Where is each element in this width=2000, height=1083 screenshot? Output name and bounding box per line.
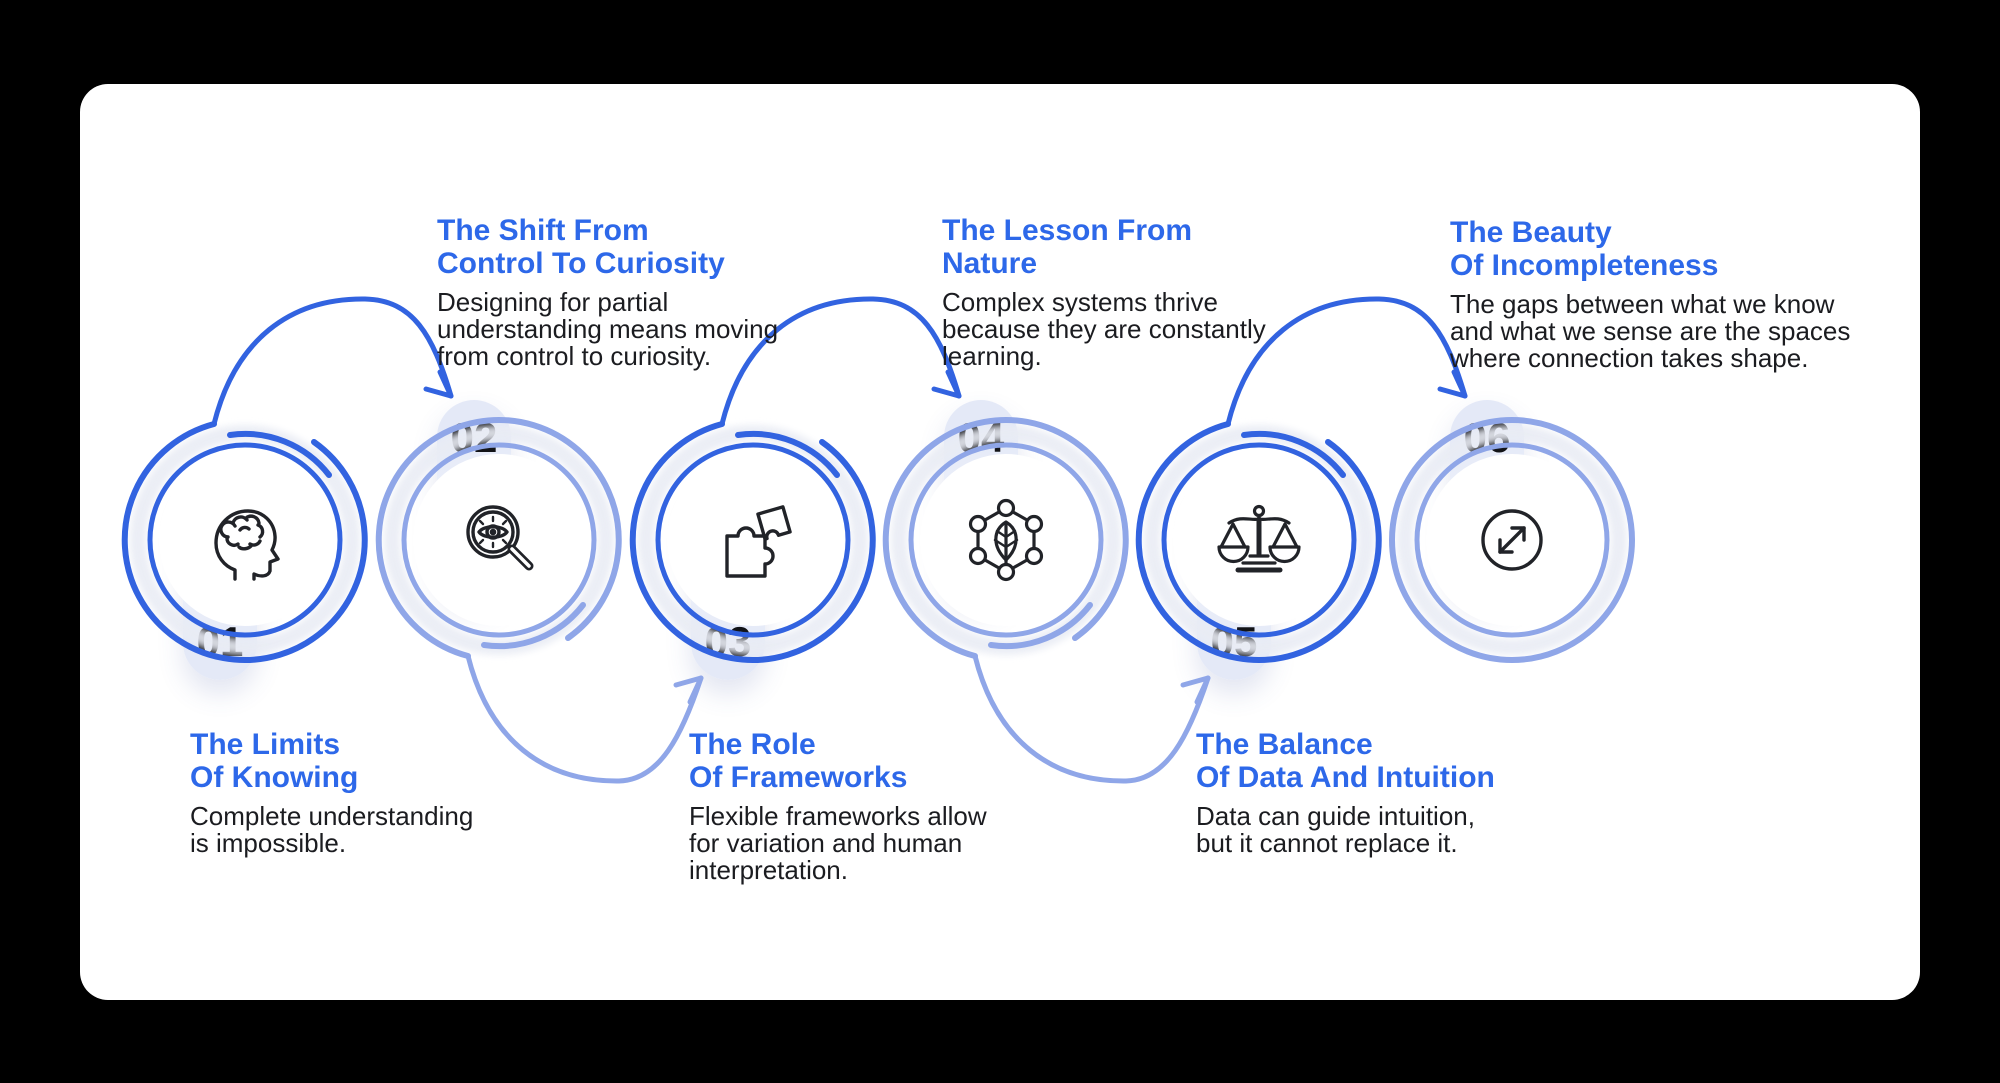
step-title: The Balance bbox=[1196, 728, 1373, 761]
step-description-line: Flexible frameworks allow bbox=[689, 801, 987, 831]
step-description-line: Complete understanding bbox=[190, 801, 474, 831]
step-text-block-2: The Shift From Control To Curiosity Desi… bbox=[437, 214, 917, 370]
step-title: Of Data And Intuition bbox=[1196, 761, 1495, 794]
step-description-line: interpretation. bbox=[689, 855, 848, 885]
step-description-line: is impossible. bbox=[190, 828, 347, 858]
puzzle-pieces-icon bbox=[725, 505, 792, 578]
step-number-1: 01 bbox=[196, 618, 244, 665]
step-text-block-4: The Lesson From Nature Complex systems t… bbox=[942, 214, 1422, 370]
step-number-2: 02 bbox=[450, 414, 498, 461]
step-description-line: The gaps between what we know bbox=[1450, 289, 1835, 319]
step-number-6: 06 bbox=[1463, 414, 1511, 461]
step-title: The Beauty bbox=[1450, 216, 1612, 249]
step-text-block-1: The Limits Of Knowing Complete understan… bbox=[190, 728, 670, 857]
step-text-block-6: The Beauty Of Incompleteness The gaps be… bbox=[1450, 216, 1930, 372]
step-title: The Shift From bbox=[437, 214, 649, 247]
step-description-line: understanding means moving bbox=[437, 314, 779, 344]
step-number-3: 03 bbox=[704, 618, 752, 665]
step-text-block-5: The Balance Of Data And Intuition Data c… bbox=[1196, 728, 1676, 857]
step-description-line: where connection takes shape. bbox=[1450, 343, 1809, 373]
step-title: The Role bbox=[689, 728, 816, 761]
step-description-line: and what we sense are the spaces bbox=[1450, 316, 1851, 346]
step-text-block-3: The Role Of Frameworks Flexible framewor… bbox=[689, 728, 1169, 884]
leaf-network-icon bbox=[968, 498, 1044, 582]
step-number-4: 04 bbox=[957, 414, 1005, 461]
step-title: Control To Curiosity bbox=[437, 247, 725, 280]
brain-head-icon bbox=[214, 509, 280, 581]
step-description-line: Complex systems thrive bbox=[942, 287, 1218, 317]
step-title: Of Knowing bbox=[190, 761, 359, 794]
step-description-line: Designing for partial bbox=[437, 287, 669, 317]
step-title: Nature bbox=[942, 247, 1038, 280]
expand-arrows-icon bbox=[1481, 509, 1543, 571]
step-description-line: learning. bbox=[942, 341, 1042, 371]
step-title: Of Incompleteness bbox=[1450, 249, 1719, 282]
step-title: Of Frameworks bbox=[689, 761, 908, 794]
step-description-line: from control to curiosity. bbox=[437, 341, 712, 371]
step-description-line: because they are constantly bbox=[942, 314, 1266, 344]
magnifier-eye-icon bbox=[466, 505, 534, 571]
balance-scales-icon bbox=[1217, 504, 1301, 573]
step-title: The Lesson From bbox=[942, 214, 1193, 247]
step-number-5: 05 bbox=[1210, 618, 1258, 665]
step-description-line: but it cannot replace it. bbox=[1196, 828, 1458, 858]
step-description-line: for variation and human bbox=[689, 828, 963, 858]
step-title: The Limits bbox=[190, 728, 341, 761]
step-description-line: Data can guide intuition, bbox=[1196, 801, 1475, 831]
